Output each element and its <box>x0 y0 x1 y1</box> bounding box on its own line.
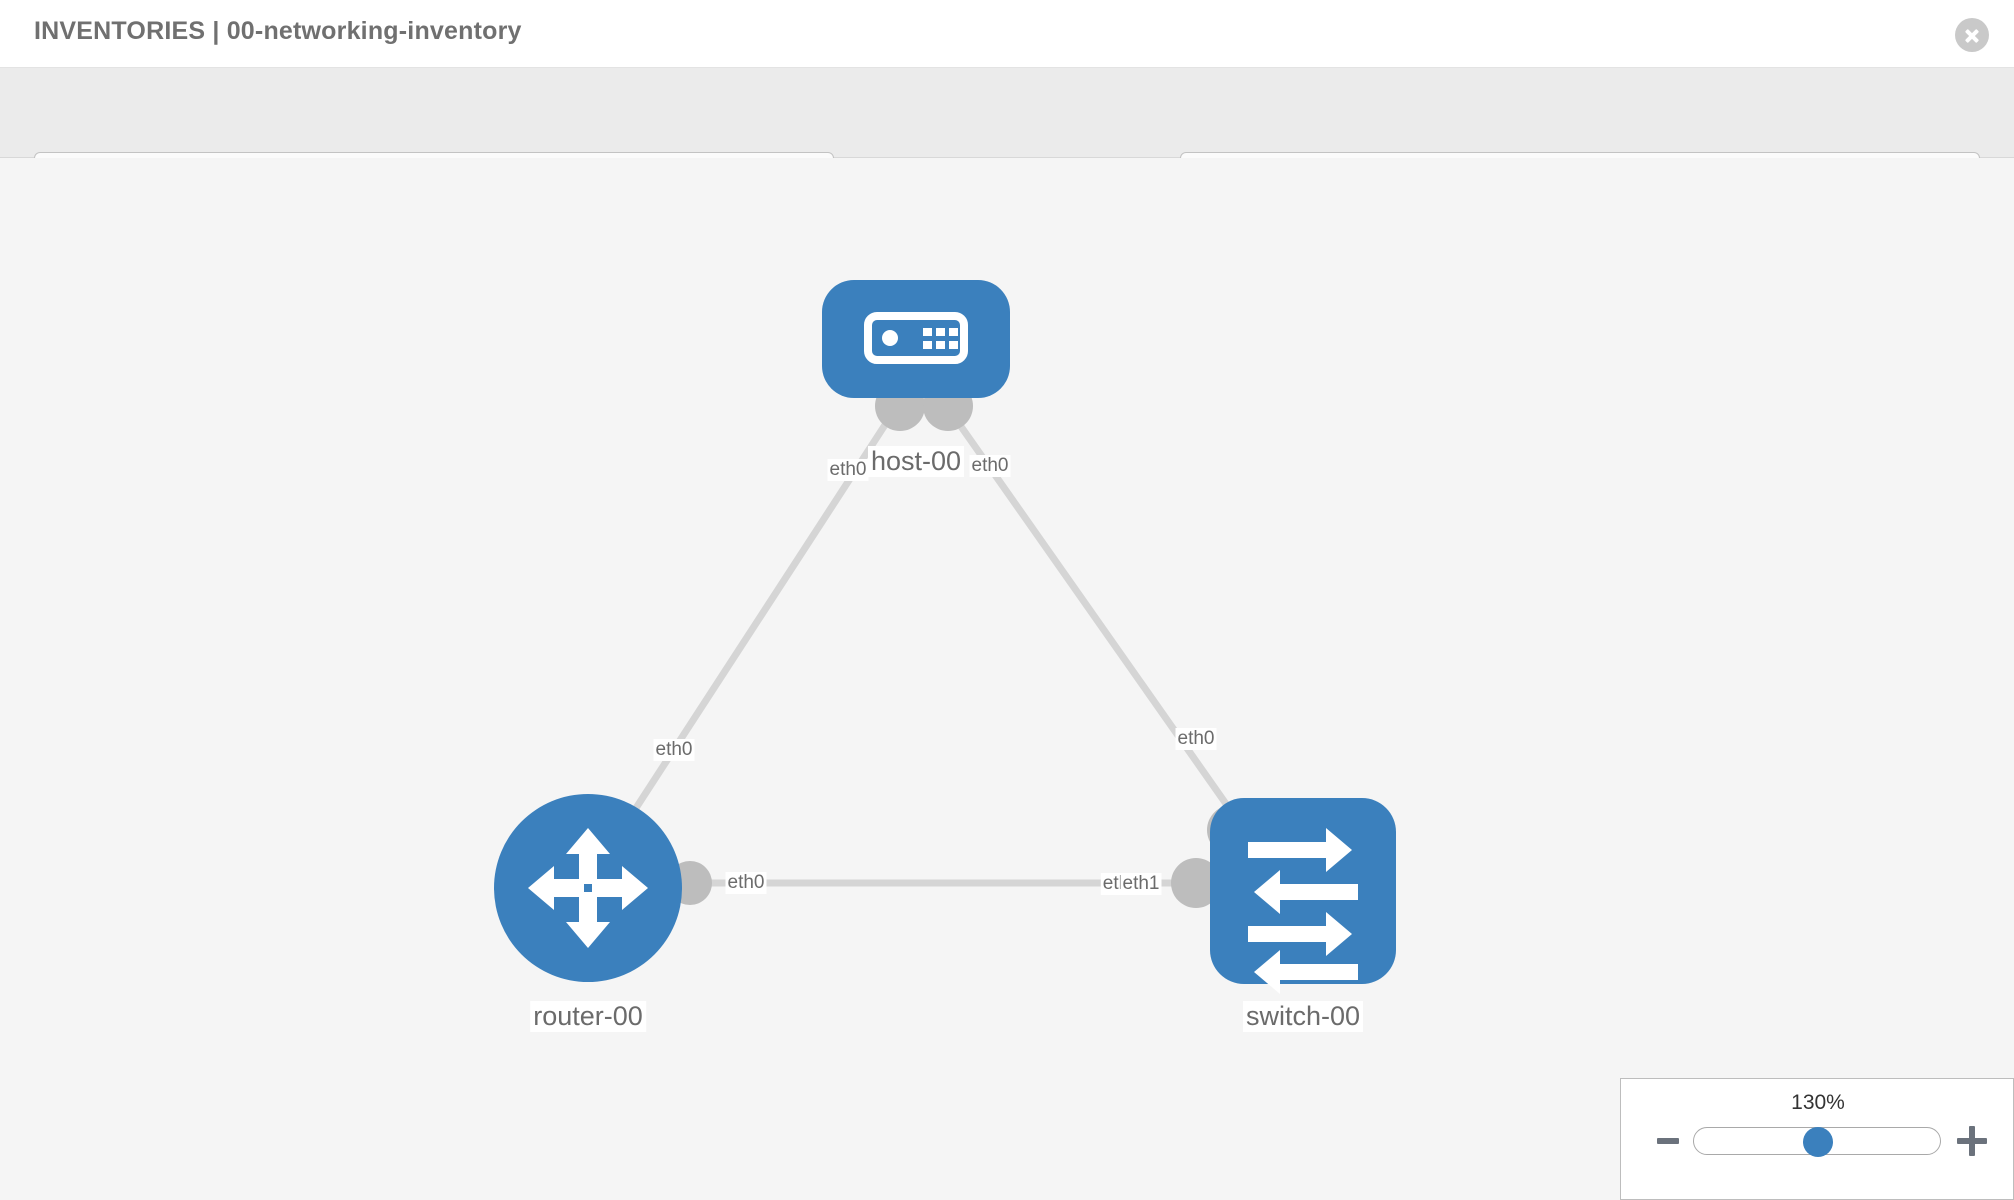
close-icon[interactable] <box>1955 18 1989 52</box>
zoom-slider-thumb[interactable] <box>1803 1127 1833 1157</box>
toolbar: ACTIONS SEARCH <box>0 68 2014 208</box>
zoom-level-value: 130% <box>1791 1091 1845 1114</box>
node-label-host: host-00 <box>867 446 965 477</box>
edge-label: eth0 <box>827 459 869 481</box>
page-title: INVENTORIES | 00-networking-inventory <box>34 17 522 45</box>
edge-label: eth1 <box>1120 873 1162 895</box>
zoom-control-panel: 130% <box>1620 1078 2014 1200</box>
topology-canvas[interactable]: eth0 eth0 eth0 eth0 eth0 eth eth1 host-0… <box>0 158 2014 1200</box>
node-router-00[interactable] <box>494 794 682 982</box>
node-label-switch: switch-00 <box>1242 1001 1364 1032</box>
edge-label: eth0 <box>725 872 767 894</box>
edge-label: eth0 <box>653 739 695 761</box>
switch-arrows-icon <box>1248 828 1358 994</box>
node-switch-00[interactable] <box>1210 798 1396 994</box>
link-host-router <box>606 404 900 852</box>
zoom-in-button[interactable] <box>1957 1126 1987 1156</box>
edge-label: eth0 <box>1175 728 1217 750</box>
link-host-switch <box>944 404 1254 842</box>
router-arrows-icon <box>528 828 648 948</box>
host-appliance-icon <box>864 312 968 364</box>
port-switch-left <box>1171 858 1221 908</box>
topology-graph <box>494 280 1396 994</box>
edge-label: eth0 <box>969 455 1011 477</box>
zoom-out-button[interactable] <box>1657 1138 1679 1144</box>
topology-links <box>606 404 1254 887</box>
page-header: INVENTORIES | 00-networking-inventory <box>0 0 2014 68</box>
node-host-00[interactable] <box>822 280 1010 398</box>
node-label-router: router-00 <box>530 1001 646 1032</box>
